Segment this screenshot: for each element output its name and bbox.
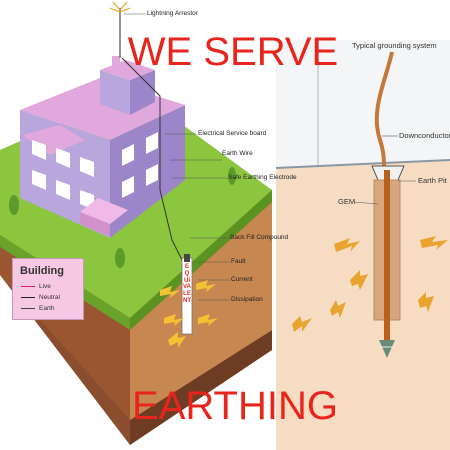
earth-rod <box>384 170 390 340</box>
sky-background <box>276 40 450 168</box>
legend-item-earth: Earth <box>21 305 55 312</box>
downconductor-label: Downconductor <box>399 131 450 140</box>
legend-item-neutral: Neutral <box>21 294 60 301</box>
building-legend: Building Live Neutral Earth <box>12 258 84 320</box>
safe-earthing-label: Safe Earthing Electrode <box>228 174 297 181</box>
soil-section <box>276 160 450 450</box>
rod-tip <box>379 340 395 358</box>
legend-title: Building <box>20 265 64 277</box>
gem-label: GEM <box>338 197 356 206</box>
headline-top: WE SERVE <box>127 30 339 74</box>
electrode-text: EQUIVALENT <box>183 264 191 304</box>
neutral-swatch <box>21 296 35 299</box>
ground-line <box>275 159 450 169</box>
earth-pit-label: Earth Pit <box>418 176 447 185</box>
headline-bottom: EARTHING <box>132 384 338 428</box>
earth-swatch <box>21 307 35 310</box>
ground-block-right <box>130 330 272 445</box>
fault-discharge <box>160 280 218 348</box>
grounding-title: Typical grounding system <box>352 41 437 50</box>
fault-label: Fault <box>231 258 246 265</box>
electrical-board-label: Electrical Service board <box>198 130 267 137</box>
grounding-panel <box>275 40 450 450</box>
windows <box>32 132 158 210</box>
lightning-arrester-label: Lightning Arrestor <box>147 10 198 17</box>
dissipation-label: Dissipation <box>231 296 263 303</box>
earth-wire <box>121 57 187 269</box>
downconductor-cable <box>374 51 394 171</box>
backfill-label: Back Fill Compound <box>230 234 289 241</box>
current-label: Current <box>231 276 253 283</box>
live-swatch <box>21 285 35 288</box>
discharge-arrows <box>292 236 448 332</box>
legend-item-live: Live <box>21 283 51 290</box>
earth-wire-label: Earth Wire <box>222 150 253 157</box>
soil-cutaway <box>130 202 272 420</box>
